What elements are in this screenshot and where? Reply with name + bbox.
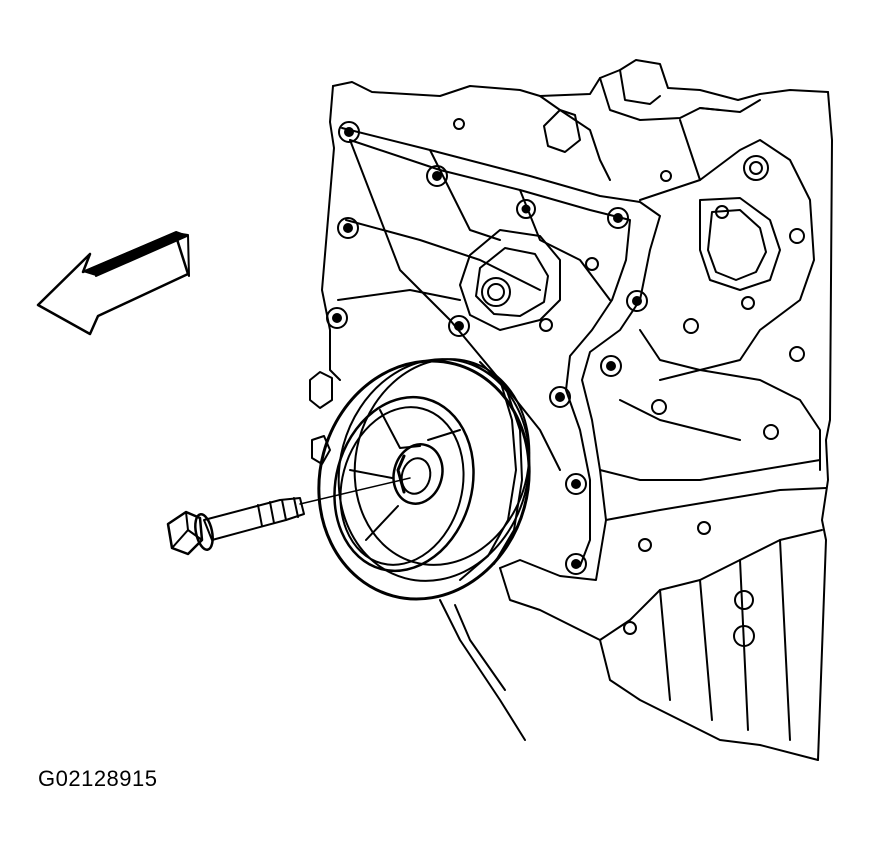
crankshaft-balancer: [317, 358, 531, 601]
balancer-bolt: [166, 477, 411, 556]
figure-id-label: G02128915: [38, 766, 158, 791]
engine-block: [309, 59, 833, 761]
block-holes: [623, 155, 805, 647]
direction-arrow: [36, 231, 190, 336]
cover-bolts: [326, 118, 648, 575]
